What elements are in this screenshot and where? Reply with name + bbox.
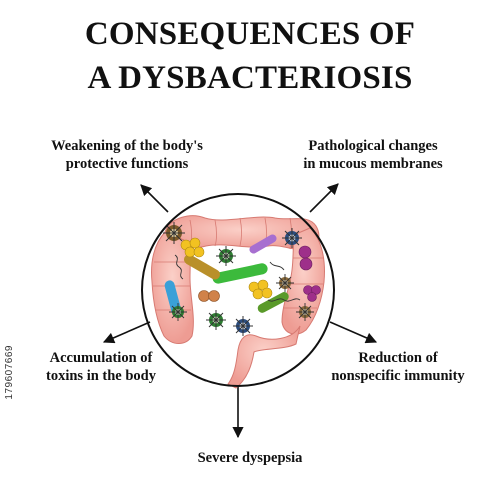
consequence-top-left-line1: Weakening of the body's [51,138,203,154]
title-line-1: CONSEQUENCES OF [84,16,416,52]
arrows [102,183,378,439]
title-line-2: A DYSBACTERIOSIS [87,60,413,96]
arrow-top-left [140,184,169,213]
consequence-mid-right: Reduction of nonspecific immunity [308,349,488,385]
consequence-top-left-line2: protective functions [65,156,189,172]
arrow-mid-left [102,321,151,344]
consequence-mid-left-line1: Accumulation of [49,350,153,366]
consequence-mid-left-line2: toxins in the body [46,368,156,384]
consequence-top-right-line1: Pathological changes [308,138,438,154]
virus-icon [163,222,314,336]
consequence-top-right: Pathological changes in mucous membranes [268,137,478,173]
consequence-bottom: Severe dyspepsia [150,449,350,467]
consequence-mid-right-line2: nonspecific immunity [331,368,465,384]
consequence-mid-left: Accumulation of toxins in the body [16,349,186,385]
consequence-top-right-line2: in mucous membranes [303,156,443,172]
consequence-bottom-line1: Severe dyspepsia [197,450,303,466]
consequence-mid-right-line1: Reduction of [358,350,438,366]
arrow-mid-right [329,321,378,344]
consequence-top-left: Weakening of the body's protective funct… [22,137,232,173]
focus-circle [141,193,335,387]
arrow-top-right [309,183,339,213]
